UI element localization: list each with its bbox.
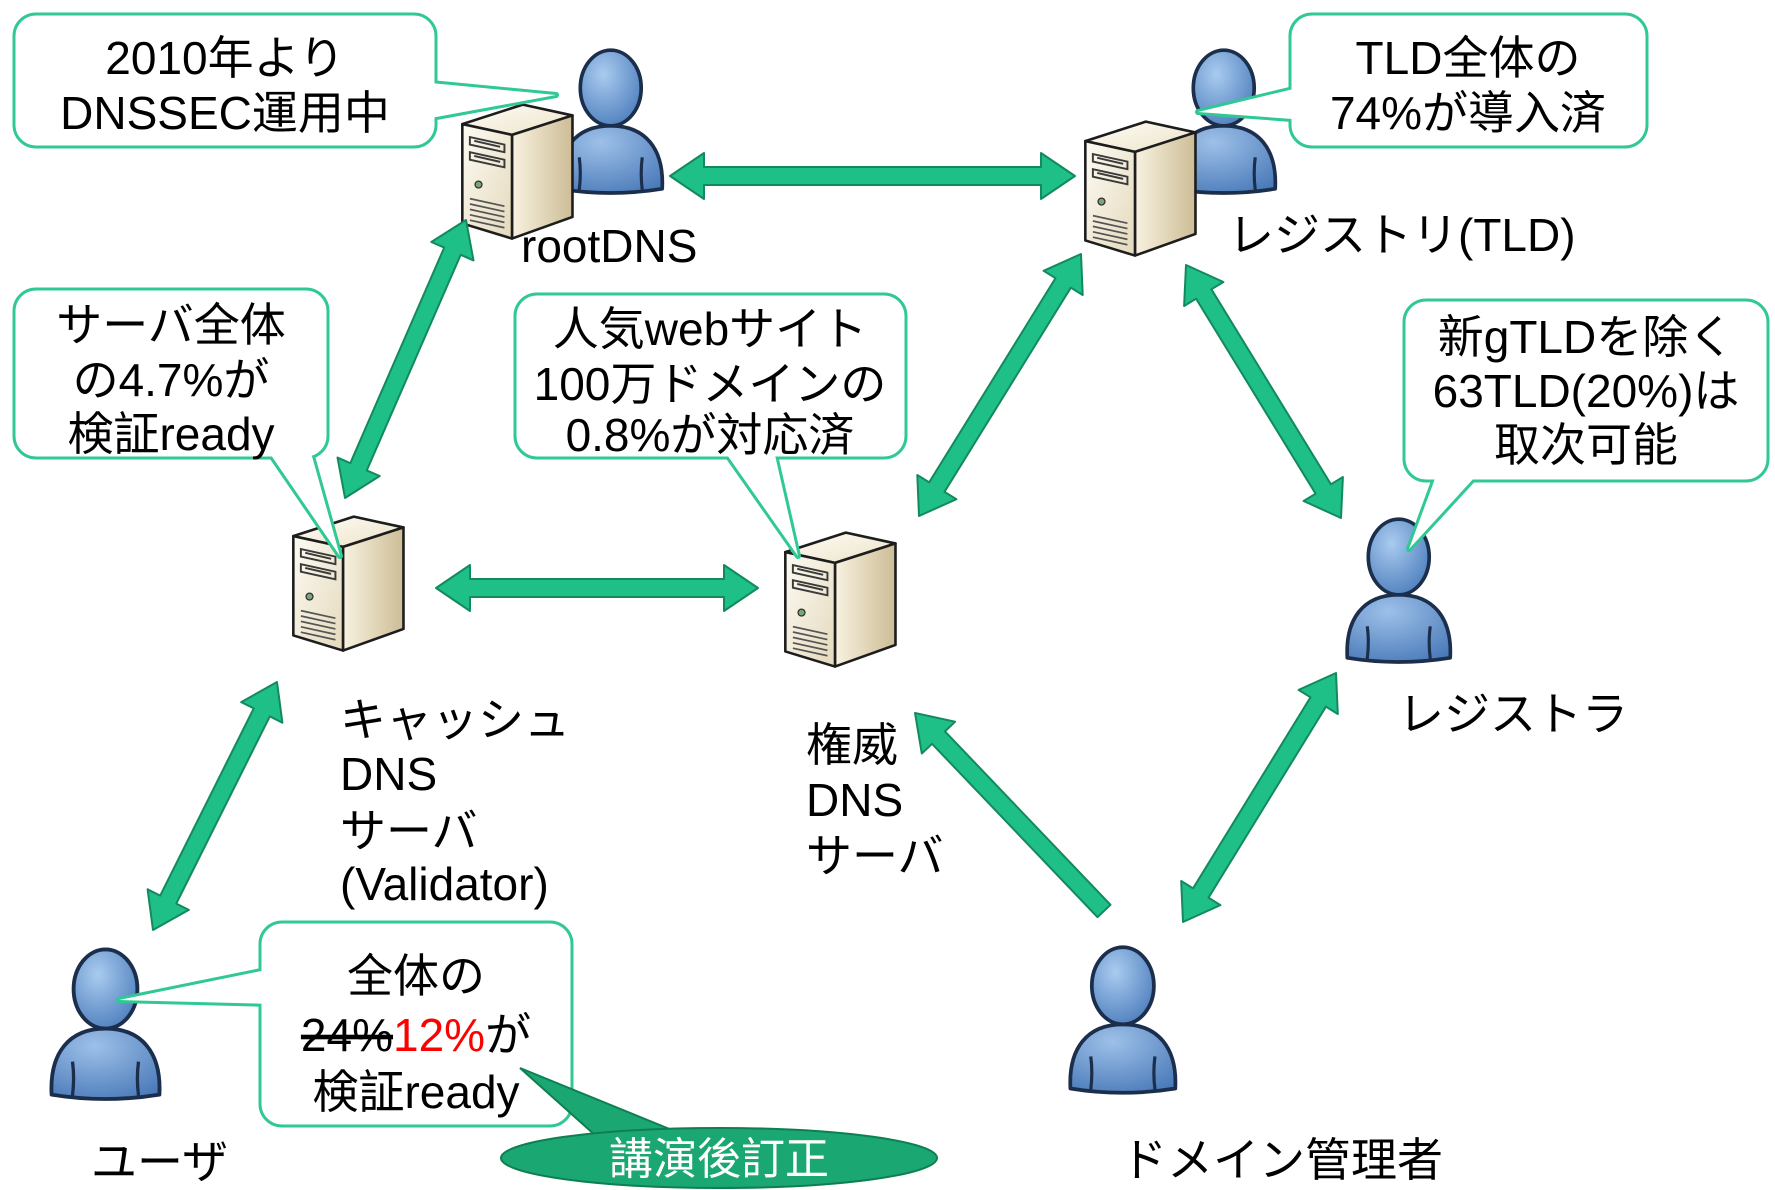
server-icon bbox=[461, 103, 574, 240]
callout-line: TLD全体の bbox=[1356, 32, 1581, 84]
node-label-user: ユーザ bbox=[91, 1136, 228, 1188]
correction-note: 講演後訂正 bbox=[500, 1067, 938, 1189]
node-label-line: 権威 bbox=[806, 719, 898, 771]
callout-line: 2010年より bbox=[105, 32, 344, 84]
callout-authoritative-dns: 人気webサイト 100万ドメインの 0.8%が対応済 bbox=[513, 292, 908, 559]
server-icon bbox=[1084, 120, 1197, 257]
callout-box bbox=[12, 12, 438, 149]
person-icon bbox=[1068, 945, 1178, 1095]
callout-line: 74%が導入済 bbox=[1330, 87, 1606, 139]
callout-line: 63TLD(20%)は bbox=[1433, 365, 1740, 417]
arrow-root-cache bbox=[336, 219, 475, 499]
node-label-root-dns: rootDNS bbox=[521, 220, 697, 272]
arrow-registry-authoritative bbox=[916, 253, 1084, 517]
node-label-line: DNS bbox=[340, 748, 437, 800]
node-label-registry: レジストリ(TLD) bbox=[1228, 209, 1576, 261]
correction-note-badge bbox=[500, 1127, 938, 1189]
callout-line: 24%12%が bbox=[301, 1009, 531, 1061]
callout-line: 検証ready bbox=[67, 408, 274, 460]
correction-note-text: 講演後訂正 bbox=[609, 1135, 829, 1184]
callout-line: 新gTLDを除く bbox=[1438, 311, 1734, 363]
arrow-root-registry bbox=[669, 152, 1076, 200]
arrow-registrar-admin bbox=[1180, 672, 1339, 923]
callout-line: 検証ready bbox=[312, 1066, 519, 1118]
node-label-line: (Validator) bbox=[340, 858, 549, 910]
callout-cache-dns: サーバ全体 の4.7%が 検証ready bbox=[12, 287, 343, 559]
node-label-registrar: レジストラ bbox=[1398, 688, 1628, 740]
person-icon bbox=[557, 48, 665, 195]
callout-box bbox=[1402, 298, 1770, 483]
node-label-domain-admin: ドメイン管理者 bbox=[1121, 1134, 1443, 1186]
node-label-authoritative-dns: 権威 DNS サーバ bbox=[806, 719, 944, 882]
arrow-registry-registrar bbox=[1183, 264, 1344, 519]
callout-line: 100万ドメインの bbox=[534, 358, 887, 410]
node-label-cache-dns: キャッシュ DNS サーバ (Validator) bbox=[340, 694, 570, 910]
callout-box bbox=[12, 287, 330, 460]
callout-line: 取次可能 bbox=[1494, 419, 1678, 471]
node-label-line: サーバ bbox=[340, 805, 478, 857]
callout-line: サーバ全体 bbox=[56, 299, 286, 351]
callout-registrar: 新gTLDを除く 63TLD(20%)は 取次可能 bbox=[1402, 298, 1770, 552]
callout-user: 全体の 24%12%が 検証ready bbox=[116, 920, 574, 1128]
old-value-struck: 24% bbox=[301, 1009, 393, 1061]
callout-line: 全体の bbox=[347, 950, 485, 1002]
callout-line: 0.8%が対応済 bbox=[566, 409, 855, 461]
callout-line: 人気webサイト bbox=[553, 303, 867, 355]
person-icon bbox=[1345, 517, 1453, 664]
corrected-value: 12% bbox=[393, 1009, 485, 1061]
callout-box bbox=[1288, 12, 1649, 149]
node-label-line: DNS bbox=[806, 774, 903, 826]
node-label-line: キャッシュ bbox=[340, 694, 570, 746]
arrow-admin-authoritative bbox=[914, 712, 1112, 919]
arrow-cache-user bbox=[146, 681, 284, 931]
callout-box bbox=[258, 920, 574, 1128]
node-label-line: サーバ bbox=[806, 830, 944, 882]
callout-box bbox=[513, 292, 908, 460]
callout-line: DNSSEC運用中 bbox=[60, 87, 390, 139]
callout-suffix: が bbox=[485, 1009, 531, 1061]
callout-line: の4.7%が bbox=[73, 354, 270, 406]
arrow-cache-authoritative bbox=[435, 564, 759, 612]
server-icon bbox=[784, 531, 897, 668]
callout-registry: TLD全体の 74%が導入済 bbox=[1195, 12, 1649, 149]
server-icon bbox=[292, 515, 405, 652]
callout-root-dns: 2010年より DNSSEC運用中 bbox=[12, 12, 559, 149]
person-icon bbox=[49, 947, 162, 1101]
